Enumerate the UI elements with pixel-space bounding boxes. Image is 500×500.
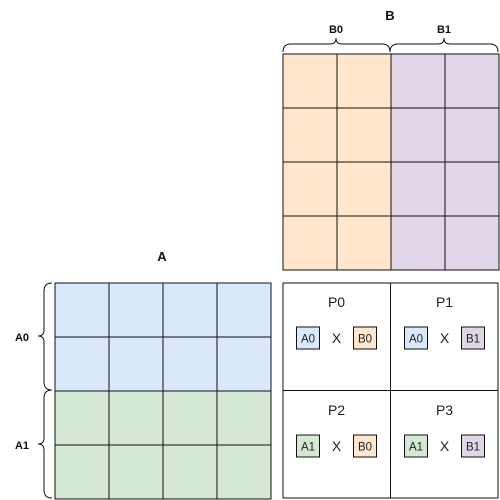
operand-chip-left [404,434,428,458]
matrix-b-cell [444,161,500,217]
matrix-b-cell [444,53,500,109]
operand-chip-right [353,434,377,458]
operand-label-left: A0 [409,334,423,346]
matrix-b-cell [336,161,392,217]
processor-title: P1 [436,294,453,310]
brace-label-a1: A1 [15,440,29,452]
matrix-b-cell [390,161,446,217]
matrix-a-cell [162,336,218,392]
brace-a1 [37,389,53,499]
matrix-a-cell [108,282,164,338]
matrix-b-cell [444,107,500,163]
operand-label-left: A1 [301,442,315,454]
matrix-b-title: B [385,8,394,23]
matrix-a-cell [54,282,110,338]
matrix-a-grid [54,282,272,500]
brace-b0 [282,37,391,53]
processor-title: P2 [328,402,345,418]
matrix-b-cell [336,215,392,271]
matrix-b-cell [282,53,338,109]
matrix-b-cell [390,215,446,271]
brace-label-b1: B1 [437,24,451,36]
matrix-a-cell [54,336,110,392]
matrix-a-cell [162,444,218,500]
matrix-a-cell [108,390,164,446]
matrix-a-cell [54,390,110,446]
operand-chip-left [404,326,428,350]
processor-title: P3 [436,402,453,418]
processor-title: P0 [328,294,345,310]
matrix-a-cell [216,336,272,392]
operand-label-right: B1 [466,442,480,454]
operand-label-right: B0 [358,334,372,346]
multiply-operator: X [332,438,342,454]
matrix-a-title: A [157,249,167,264]
matrix-b-cell [282,215,338,271]
matrix-b-cell [390,107,446,163]
matrix-a-cell [216,444,272,500]
matrix-b-cell [282,107,338,163]
matrix-b-cell [390,53,446,109]
matrix-a-cell [162,282,218,338]
multiply-operator: X [440,438,450,454]
brace-a0 [37,282,53,391]
matrix-a-cell [54,444,110,500]
operand-chip-left [296,434,320,458]
matrix-a-cell [108,444,164,500]
matrix-b-cell [444,215,500,271]
operand-chip-right [461,326,485,350]
operand-label-left: A1 [409,442,423,454]
matrix-b-cell [282,161,338,217]
matrix-a-cell [216,390,272,446]
operand-chip-right [461,434,485,458]
matrix-a: A A0 A1 [15,249,272,500]
matrix-b-cell [336,107,392,163]
brace-label-b0: B0 [329,24,343,36]
operand-label-left: A0 [301,334,315,346]
operand-chip-right [353,326,377,350]
multiply-operator: X [332,330,342,346]
matrix-b-grid [282,53,500,271]
multiply-operator: X [440,330,450,346]
brace-b1 [389,37,499,53]
operand-chip-left [296,326,320,350]
matrix-a-cell [162,390,218,446]
matrix-a-cell [108,336,164,392]
operand-label-right: B0 [358,442,372,454]
operand-label-right: B1 [466,334,480,346]
brace-label-a0: A0 [15,332,29,344]
matrix-a-cell [216,282,272,338]
matrix-b-cell [336,53,392,109]
matrix-b: B B0 B1 [282,8,500,271]
